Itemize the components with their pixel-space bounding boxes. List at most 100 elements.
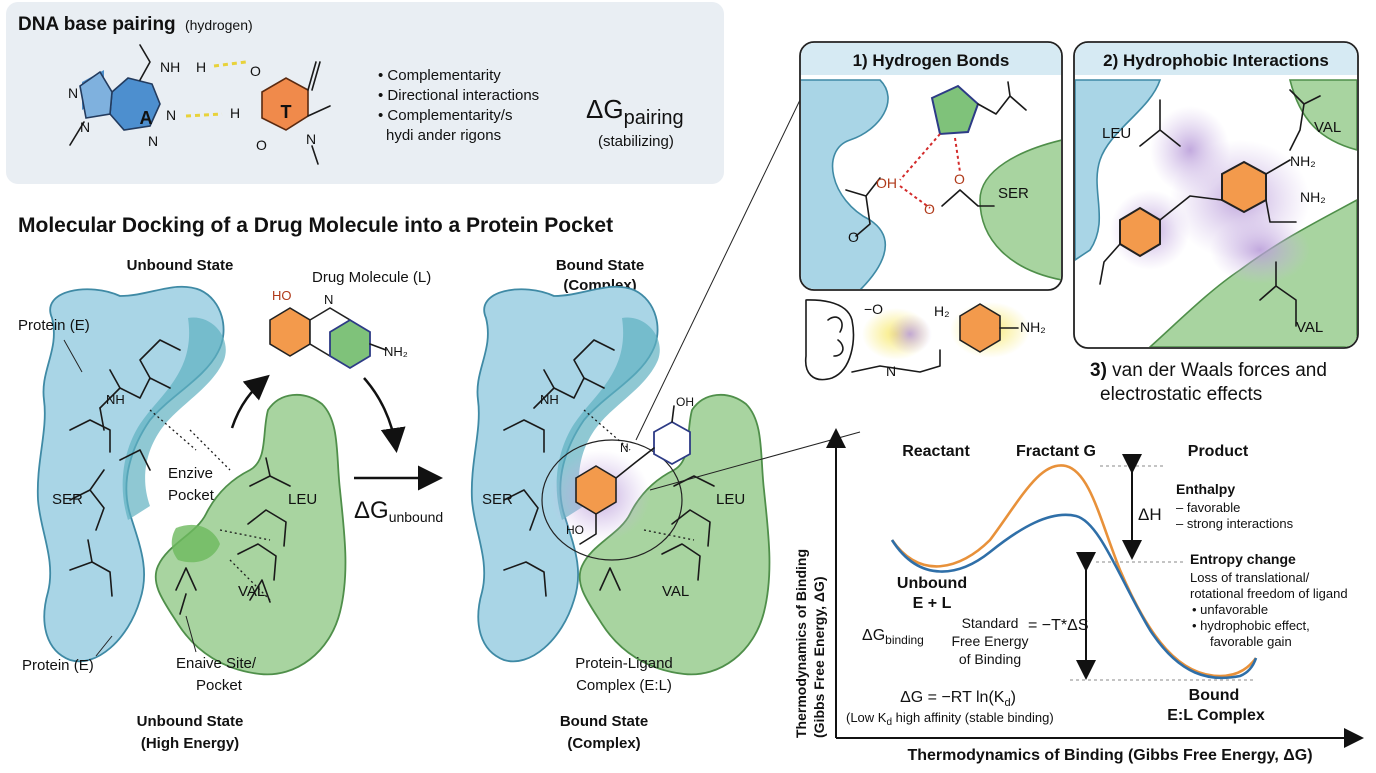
unbound-state-scene: Unbound State [18,257,347,752]
unbound-footer-2: (High Energy) [141,735,239,752]
entropy-line-2: rotational freedom of ligand [1190,586,1348,601]
vdw-panel: −O H₂ N NH₂ 3) van der Waals forces and … [804,299,1327,405]
vdw-n: N [886,363,896,379]
adenine-n2: N [80,119,90,135]
energy-diagram: Thermodynamics of Binding (Gibbs Free En… [793,428,1364,764]
protein-label-top: Protein (E) [18,317,90,334]
blue-energy-curve [890,513,1258,680]
drug-ho: HO [272,288,292,303]
std-line-1: Standard [962,615,1019,631]
dna-bullet-3: • Complementarity/s [378,107,512,124]
adenine-n4: N [148,133,158,149]
bound-footer-2: (Complex) [567,735,640,752]
adenine-h: H [196,59,206,75]
drug-molecule: Drug Molecule (L) HO N NH₂ [230,269,431,453]
orange-energy-curve [890,464,1258,678]
thymine-n: N [306,131,316,147]
bound-residue-sticks [503,339,715,597]
thymine-o2: O [256,137,267,153]
bound-val: VAL [662,583,689,600]
bound-ligand-ring-orange [575,465,617,515]
unbound-header: Unbound State [127,257,234,274]
bound-leu: LEU [716,491,745,508]
transition-label: Fractant G [1016,443,1096,460]
site-label-2: Pocket [196,677,243,694]
vdw-line-1: 3) van der Waals forces and [1090,360,1327,381]
dna-panel-title: DNA base pairing (hydrogen) [18,14,253,35]
drug-ring-green [329,318,371,370]
entropy-bullet-3: favorable gain [1210,634,1292,649]
hydrophobic-val-2: VAL [1296,319,1323,336]
vdw-o-minus: −O [864,301,883,317]
site-label-line [185,615,197,653]
drug-label: Drug Molecule (L) [312,269,431,286]
product-label: Product [1188,443,1249,460]
unbound-leu: LEU [288,491,317,508]
unbound-val: VAL [238,583,265,600]
hbond-ser: SER [998,185,1029,202]
entropy-bullet-2: • hydrophobic effect, [1192,618,1310,633]
enthalpy-title: Enthalpy [1176,481,1235,497]
bound-nh: NH [540,392,559,407]
unbound-level-1: Unbound [897,575,967,592]
vdw-h2: H₂ [934,303,950,319]
hydrophobic-nh2-b: NH₂ [1300,189,1326,205]
reactant-label: Reactant [902,443,970,460]
hbond-oh: OH [876,175,897,191]
main-title: Molecular Docking of a Drug Molecule int… [18,214,613,237]
drug-n: N [324,292,333,307]
drug-nh2: NH₂ [384,344,408,359]
dna-base-pairing-panel: DNA base pairing (hydrogen) A N N N N N H… [6,2,724,184]
h-bond-2 [185,112,223,118]
bound-footer-1: Bound State [560,713,648,730]
entropy-line-1: Loss of translational/ [1190,570,1310,585]
bound-header-1: Bound State [556,257,644,274]
hbond-o2: O [924,201,935,217]
pocket-label-1: Enzive [168,465,213,482]
unbound-pocket-teal [122,317,226,520]
adenine-n1: N [68,85,78,101]
unbound-protein-green [154,393,347,676]
complex-label-2: Complex (E:L) [576,677,672,694]
bound-level-1: Bound [1189,687,1240,704]
bound-ho: HO [566,523,584,537]
std-line-2: Free Energy [951,633,1028,649]
thymine-base: T O O H N [230,61,331,165]
vdw-line-2: electrostatic effects [1100,384,1262,405]
entropy-bullet-1: • unfavorable [1192,602,1268,617]
adenine-base: A N N N N NH H [68,44,206,149]
dna-bullet-1: • Complementarity [378,67,501,84]
vdw-nh2: NH₂ [1020,319,1046,335]
y-axis-label-1: Thermodynamics of Binding [793,549,809,738]
unbound-nh: NH [106,392,125,407]
y-axis-label-2: (Gibbs Free Energy, ΔG) [811,577,827,739]
bound-n: N [620,441,629,455]
complex-label-1: Protein-Ligand [575,655,673,672]
hydrophobic-leu: LEU [1102,125,1131,142]
unbound-residue-sticks [69,339,291,615]
enthalpy-line-1: – favorable [1176,500,1240,515]
arrow-up-to-drug [230,374,270,429]
hydrophobic-title: 2) Hydrophobic Interactions [1103,51,1329,70]
dg-unbound: ΔGunbound [354,497,443,525]
hydrophobic-panel: 2) Hydrophobic Interactions LEU VAL VAL … [1073,41,1359,349]
thymine-letter: T [281,102,292,122]
protein-label-bottom: Protein (E) [22,657,94,674]
zoom-line-1 [635,99,801,441]
entropy-title: Entropy change [1190,551,1296,567]
pocket-label-2: Pocket [168,487,215,504]
hydrophobic-nh2-a: NH₂ [1290,153,1316,169]
adenine-n3: N [166,107,176,123]
tds-label: = −T*ΔS [1028,617,1089,634]
unbound-level-2: E + L [913,595,952,612]
unbound-footer-1: Unbound State [137,713,244,730]
thymine-h: H [230,105,240,121]
zoom-line-2 [649,431,861,491]
bound-ligand-outline [541,439,683,561]
hbond-o3: O [848,229,859,245]
unbound-ser: SER [52,491,83,508]
adenine-letter: A [140,108,153,128]
thymine-o1: O [250,63,261,79]
